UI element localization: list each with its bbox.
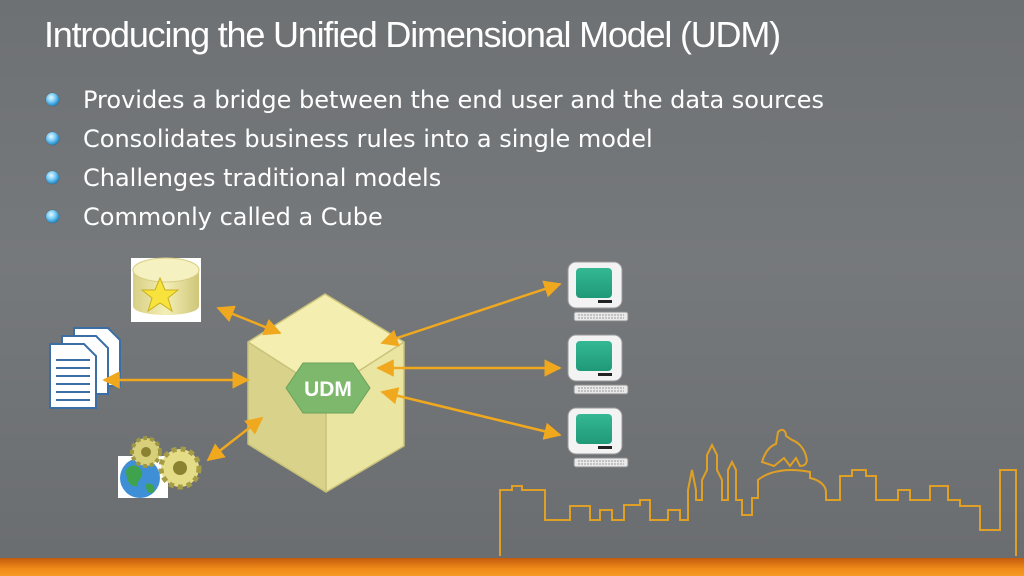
bullet-item: Challenges traditional models	[46, 158, 824, 197]
bullet-dot-icon	[46, 210, 59, 223]
udm-label: UDM	[304, 378, 352, 401]
city-skyline-outline	[499, 442, 1017, 556]
bullet-text: Provides a bridge between the end user a…	[83, 85, 824, 114]
bullet-item: Provides a bridge between the end user a…	[46, 80, 824, 119]
arrow-cube-computer-top	[380, 280, 562, 347]
arrow-cube-computer-bottom	[380, 387, 562, 440]
globe-gears-icon	[118, 436, 202, 498]
computer-terminal-icon	[567, 407, 629, 468]
bullet-item: Commonly called a Cube	[46, 197, 824, 236]
bullet-item: Consolidates business rules into a singl…	[46, 119, 824, 158]
bullet-dot-icon	[46, 132, 59, 145]
statue-outline	[760, 428, 808, 468]
computer-terminal-icon	[567, 261, 629, 322]
documents-icon	[49, 327, 121, 409]
udm-hexagon: UDM	[285, 362, 371, 414]
computer-terminal-icon	[567, 334, 629, 395]
slide-title: Introducing the Unified Dimensional Mode…	[44, 14, 781, 55]
footer-accent-bar	[0, 558, 1024, 576]
arrow-gears-cube	[206, 416, 264, 462]
bullet-text: Commonly called a Cube	[83, 202, 383, 231]
bullet-dot-icon	[46, 171, 59, 184]
bullet-dot-icon	[46, 93, 59, 106]
bullet-text: Consolidates business rules into a singl…	[83, 124, 653, 153]
bullet-list: Provides a bridge between the end user a…	[46, 80, 824, 236]
database-star-icon	[131, 257, 201, 322]
arrow-database-cube	[216, 305, 282, 336]
bullet-text: Challenges traditional models	[83, 163, 442, 192]
